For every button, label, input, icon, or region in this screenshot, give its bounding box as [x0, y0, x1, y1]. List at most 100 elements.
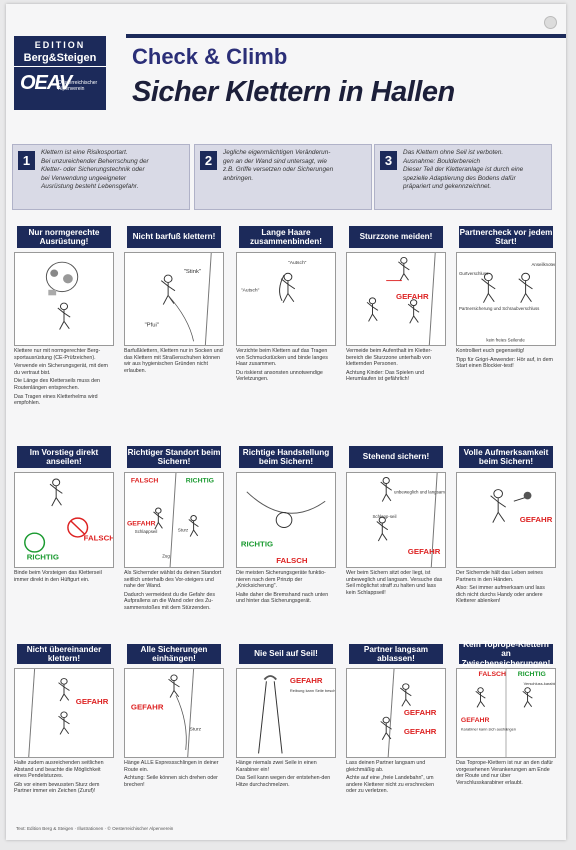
safety-card: Volle Aufmerksamkeit beim Sichern! GEFAH… — [452, 446, 560, 628]
illustration-label: Sturz — [190, 727, 202, 732]
card-description: Binde beim Vorsteigen das Kletterseil im… — [14, 570, 102, 583]
rule-text: Das Klettern ohne Seil ist verboten.Ausn… — [403, 149, 524, 191]
card-description: Kontrolliert euch gegenseitig!Tipp für G… — [456, 348, 553, 370]
card-title: Nicht barfuß klettern! — [127, 226, 221, 248]
illustration-label: GEFAHR — [290, 676, 323, 685]
rule-text: Jegliche eigenmächtigen Veränderun-gen a… — [223, 149, 334, 182]
title-check-climb: Check & Climb — [132, 44, 288, 69]
illustration-label: Partnersicherung und Schraubverschluss — [459, 306, 539, 311]
illustration-label: GEFAHR — [404, 708, 437, 717]
card-title: Nicht übereinander klettern! — [17, 644, 111, 664]
illustration-label: Gurtverschluss — [459, 271, 488, 276]
card-description: Wer beim Sichern sitzt oder liegt, ist u… — [346, 570, 443, 596]
illustration-label: GEFAHR — [396, 292, 429, 301]
logo-oeav: OEAV — [20, 72, 72, 94]
illustration-label: "Autsch" — [288, 260, 307, 266]
card-illustration: GEFAHR Reibung kann Seile beschädigen und… — [236, 668, 336, 758]
illustration-label: Zug — [162, 554, 170, 559]
card-title: Nur normgerechte Ausrüstung! — [17, 226, 111, 248]
illustration-label: GEFAHR — [461, 717, 490, 724]
card-title: Sturzzone meiden! — [349, 226, 443, 248]
illustration-label: Schlapp-seil — [372, 514, 396, 519]
card-description: Verzichte beim Klettern auf das Tragen v… — [236, 348, 328, 383]
card-description: Der Sichernde hält das Leben seines Part… — [456, 570, 545, 605]
rule-number: 1 — [18, 151, 35, 170]
card-title: Volle Aufmerksamkeit beim Sichern! — [459, 446, 553, 468]
safety-card: Nicht übereinander klettern! GEFAHR Halte… — [10, 644, 118, 828]
illustration-label: FALSCH — [84, 534, 113, 543]
safety-card: Kein Toprope-Klettern an Zwischensicheru… — [452, 640, 560, 828]
illustration-label: RICHTIG — [241, 539, 273, 548]
illustration-label: Reibung kann Seile beschädigen und durch… — [290, 689, 335, 693]
card-description: Das Toprope-Klettern ist nur an den dafü… — [456, 760, 554, 786]
rule-number: 3 — [380, 151, 397, 170]
illustration-label: Anseilknoten fertig verschlossen — [531, 262, 555, 267]
rule-box-2: 2 Jegliche eigenmächtigen Veränderun-gen … — [194, 144, 372, 210]
rule-number: 2 — [200, 151, 217, 170]
card-title: Im Vorstieg direkt anseilen! — [17, 446, 111, 468]
safety-card: Richtige Handstellung beim Sichern! RICHT… — [232, 446, 340, 628]
illustration-label: RICHTIG — [27, 553, 59, 562]
safety-card: Im Vorstieg direkt anseilen! FALSCH RICHT… — [10, 446, 118, 628]
illustration-label: "Stink" — [184, 269, 201, 275]
card-illustration: GEFAHR — [456, 472, 556, 568]
safety-card: Nur normgerechte Ausrüstung! Klettere nu… — [10, 226, 118, 408]
logo-edition: EDITION — [34, 40, 86, 50]
card-description: Klettere nur mit normgerechter Berg-spor… — [14, 348, 108, 407]
card-title: Partner langsam ablassen! — [349, 644, 443, 664]
card-illustration: GEFAHR — [346, 252, 446, 346]
poster: EDITION Berg&Steigen OEAV Oesterreichisc… — [6, 4, 566, 840]
illustration-label: GEFAHR — [404, 728, 437, 737]
illustration-label: kein freies Seilende — [486, 337, 525, 342]
illustration-label: unbeweglich und langsam — [394, 490, 445, 495]
illustration-label: "Pfui" — [145, 323, 159, 329]
card-illustration: GEFAHR — [14, 668, 114, 758]
illustration-label: Verschluss-karabiner — [524, 682, 555, 686]
safety-card: Nie Seil auf Seil! GEFAHR Reibung kann Sei… — [232, 644, 340, 828]
card-illustration: Gurtverschluss Anseilknoten fertig versch… — [456, 252, 556, 346]
card-title: Nie Seil auf Seil! — [239, 644, 333, 664]
card-illustration: "Autsch""Autsch" — [236, 252, 336, 346]
card-description: Hänge niemals zwei Seile in einen Karabi… — [236, 760, 331, 788]
card-description: Die meisten Sicherungsgeräte funktio-nie… — [236, 570, 329, 605]
footer: Text: Edition Berg & Steigen · Illustrat… — [16, 826, 174, 831]
card-description: Vermeide beim Aufenthalt im Kletter-bere… — [346, 348, 432, 383]
illustration-label: GEFAHR — [76, 698, 109, 707]
logo: EDITION Berg&Steigen OEAV Oesterreichisc… — [14, 36, 106, 110]
safety-card: Sturzzone meiden! GEFAHR Vermeide beim Au… — [342, 226, 450, 408]
card-description: Als Sichernder wählst du deinen Standort… — [124, 570, 222, 611]
illustration-label: Schlappseil — [135, 529, 158, 534]
rule-box-3: 3 Das Klettern ohne Seil ist verboten.Aus… — [374, 144, 552, 210]
card-description: Hänge ALLE Expressschlingen in deiner Ro… — [124, 760, 219, 788]
illustration-label: Karabiner kann sich aushängen — [461, 728, 516, 732]
safety-card: Lange Haare zusammenbinden! "Autsch""Aut… — [232, 226, 340, 408]
title-main: Sicher Klettern in Hallen — [132, 76, 455, 108]
card-illustration: FALSCH RICHTIG — [14, 472, 114, 568]
safety-card: Partner langsam ablassen! GEFAHR GEFAHR La… — [342, 644, 450, 828]
card-illustration: GEFAHR GEFAHR — [346, 668, 446, 758]
illustration-label: GEFAHR — [408, 547, 441, 556]
card-description: Halte zudem ausreichenden seitlichen Abs… — [14, 760, 104, 795]
card-description: Barfußklettern, Klettern nur in Socken u… — [124, 348, 223, 374]
card-illustration: "Stink" "Pfui" — [124, 252, 224, 346]
rule-text: Klettern ist eine Risikosportart.Bei unz… — [41, 149, 149, 191]
illustration-label: GEFAHR — [131, 703, 164, 712]
safety-card: Nicht barfuß klettern! "Stink" "Pfui" Barf… — [120, 226, 228, 408]
illustration-label: FALSCH — [479, 671, 507, 678]
card-title: Kein Toprope-Klettern an Zwischensicheru… — [459, 640, 553, 668]
card-title: Richtiger Standort beim Sichern! — [127, 446, 221, 468]
illustration-label: GEFAHR — [127, 521, 156, 528]
safety-card: Stehend sichern! unbeweglich und langsam… — [342, 446, 450, 628]
title-bar — [126, 34, 566, 38]
card-title: Richtige Handstellung beim Sichern! — [239, 446, 333, 468]
card-title: Partnercheck vor jedem Start! — [459, 226, 553, 248]
logo-berg-steigen: Berg&Steigen — [14, 52, 106, 67]
card-title: Stehend sichern! — [349, 446, 443, 468]
illustration-label: GEFAHR — [520, 515, 553, 524]
card-description: Lass deinen Partner langsam und gleichmä… — [346, 760, 435, 795]
card-title: Alle Sicherungen einhängen! — [127, 644, 221, 664]
